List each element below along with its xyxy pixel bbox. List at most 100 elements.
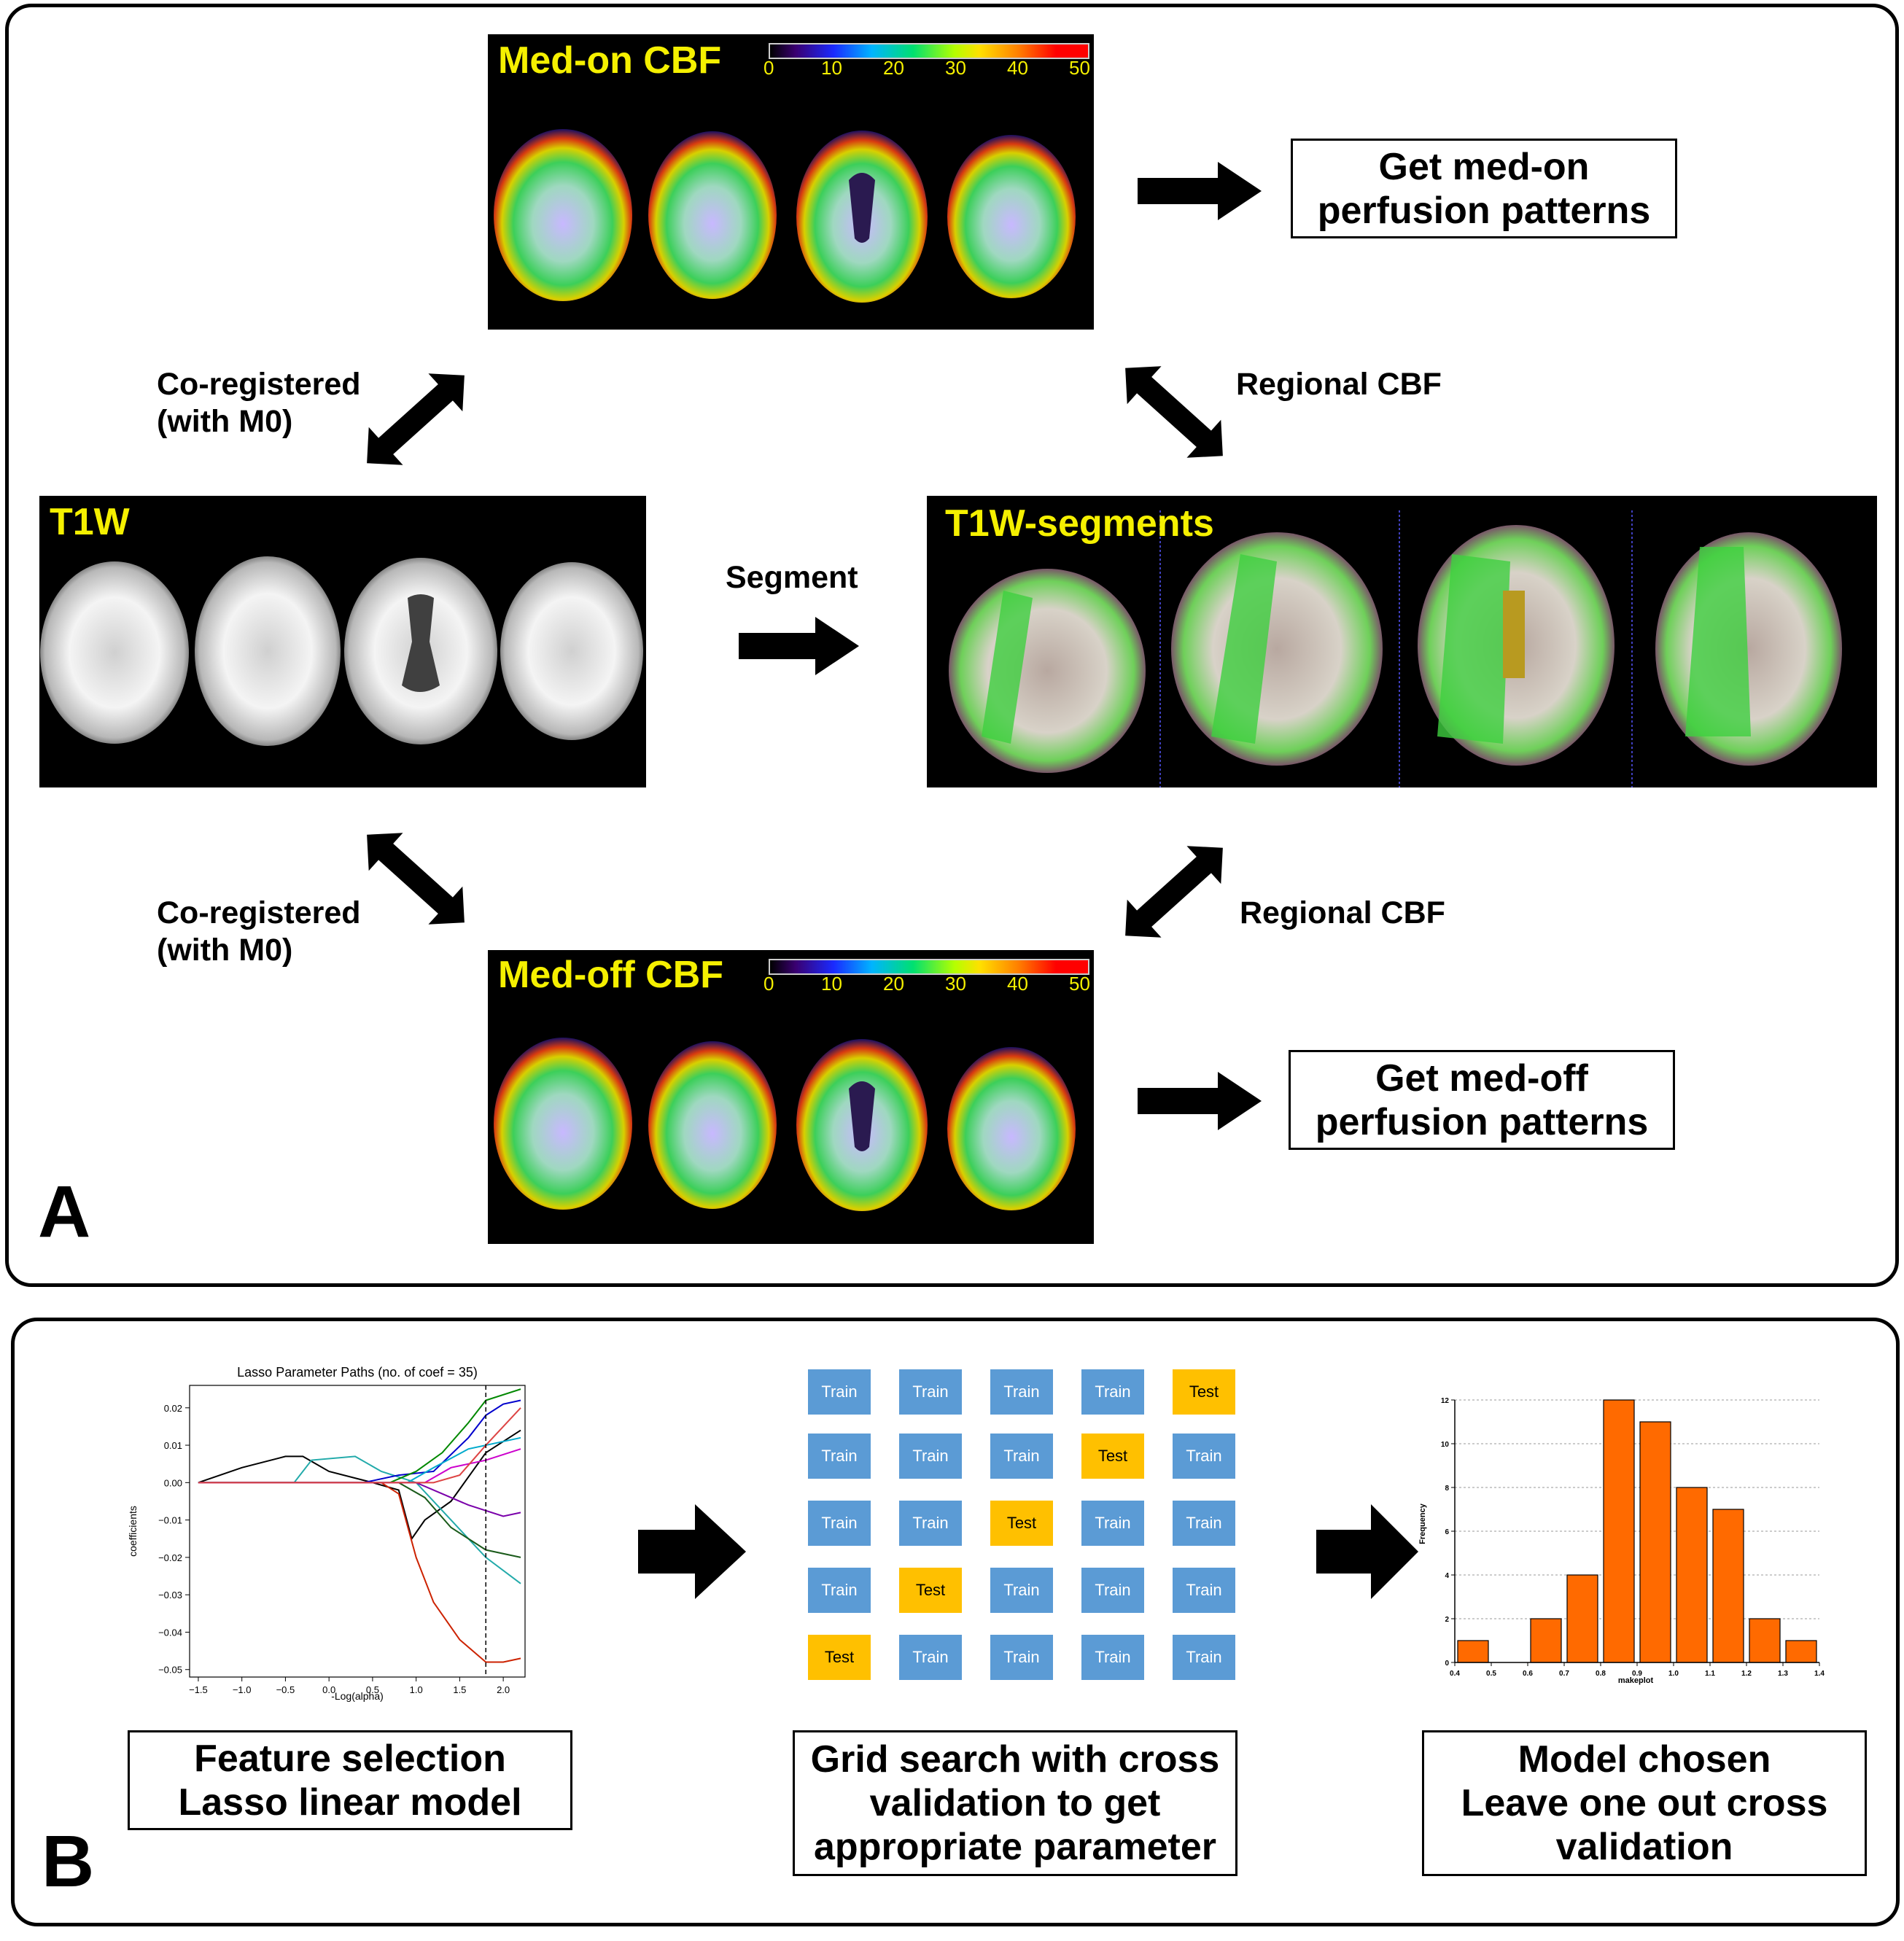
lasso-y-tick-label: 0.02 (164, 1403, 182, 1414)
lasso-lines (198, 1385, 521, 1677)
feature-selection-line2: Lasso linear model (178, 1781, 522, 1824)
histogram-y-tick-label: 2 (1445, 1616, 1449, 1624)
grid-search-box: Grid search with cross validation to get… (793, 1730, 1237, 1876)
histogram-bar (1712, 1509, 1744, 1663)
med-on-colorbar-tick: 50 (1069, 57, 1090, 79)
co-registered-top-line1: Co-registered (157, 367, 361, 402)
med-off-colorbar-tick: 50 (1069, 973, 1090, 995)
lasso-x-axis-label: -Log(alpha) (331, 1690, 384, 1702)
histogram-y-axis-label: Frequency (1418, 1503, 1427, 1544)
cv-cell-test: Test (990, 1501, 1053, 1546)
double-arrow-icon (1125, 366, 1223, 458)
cv-cell-train: Train (1081, 1568, 1144, 1613)
model-chosen-line2: Leave one out cross (1461, 1782, 1828, 1824)
lasso-x-tick-label: −1.0 (233, 1684, 252, 1695)
lasso-path-line (198, 1429, 521, 1541)
histogram-bar (1749, 1618, 1781, 1663)
histogram-y-tick-label: 4 (1445, 1572, 1449, 1580)
cv-cell-test: Test (808, 1635, 871, 1680)
cv-cell-train: Train (990, 1369, 1053, 1415)
med-on-colorbar-tick: 0 (763, 57, 774, 79)
cv-cell-train: Train (808, 1568, 871, 1613)
histogram-y-tick-label: 0 (1445, 1660, 1449, 1668)
arrow-right-icon (1316, 1504, 1418, 1599)
get-med-off-line2: perfusion patterns (1315, 1100, 1649, 1143)
cv-cell-train: Train (808, 1434, 871, 1479)
histogram-x-tick-label: 1.2 (1741, 1670, 1752, 1678)
cv-cell-train: Train (1081, 1369, 1144, 1415)
med-off-colorbar-tick: 30 (945, 973, 966, 995)
med-on-brain-slices (494, 129, 1076, 303)
lasso-y-tick-label: −0.03 (158, 1590, 182, 1600)
panel-a-letter: A (38, 1171, 91, 1253)
lasso-y-tick-label: −0.05 (158, 1665, 182, 1676)
lasso-path-line (198, 1399, 521, 1484)
lasso-plot-frame (189, 1385, 526, 1678)
cv-cell-train: Train (1173, 1635, 1235, 1680)
get-med-off-line1: Get med-off (1375, 1057, 1588, 1100)
cv-cell-test: Test (899, 1568, 962, 1613)
histogram-x-tick-label: 0.8 (1596, 1670, 1606, 1678)
histogram-x-tick-label: 0.9 (1632, 1670, 1642, 1678)
cv-cell-train: Train (899, 1434, 962, 1479)
double-arrow-icon (367, 833, 465, 925)
histogram-x-axis-label: makeplot (1618, 1676, 1654, 1685)
regional-cbf-top: Regional CBF (1236, 367, 1442, 402)
histogram-y-tick-label: 6 (1445, 1528, 1449, 1536)
lasso-x-tick-label: 0.0 (322, 1684, 335, 1695)
co-registered-bottom-line1: Co-registered (157, 895, 361, 930)
lasso-path-line (198, 1455, 521, 1584)
histogram-bar (1639, 1421, 1671, 1663)
lasso-y-tick-label: 0.01 (164, 1440, 182, 1451)
histogram-x-tick-label: 1.0 (1668, 1670, 1679, 1678)
grid-search-line2: validation to get (869, 1782, 1161, 1824)
cv-cell-train: Train (808, 1369, 871, 1415)
med-off-colorbar-tick: 0 (763, 973, 774, 995)
histogram-bar (1457, 1640, 1489, 1663)
histogram-y-tick-label: 10 (1441, 1441, 1450, 1449)
lasso-chart-title: Lasso Parameter Paths (no. of coef = 35) (237, 1365, 478, 1380)
segment-label: Segment (726, 560, 858, 595)
med-off-cbf-image: Med-off CBF (488, 950, 1094, 1244)
med-off-colorbar-tick: 10 (821, 973, 842, 995)
panel-b-letter: B (42, 1821, 95, 1902)
histogram-bar (1676, 1487, 1708, 1663)
histogram-y-tick-label: 12 (1441, 1397, 1450, 1405)
histogram-y-tick-label: 8 (1445, 1485, 1449, 1493)
double-arrow-icon (1125, 846, 1223, 938)
cv-cell-train: Train (1081, 1501, 1144, 1546)
co-registered-bottom-line2: (with M0) (157, 933, 293, 968)
lasso-x-tick-label: 0.5 (366, 1684, 379, 1695)
get-med-on-line2: perfusion patterns (1317, 189, 1651, 232)
med-off-colorbar-tick: 40 (1007, 973, 1028, 995)
t1w-segments-title: T1W-segments (945, 502, 1214, 545)
histogram-x-tick-label: 1.3 (1778, 1670, 1788, 1678)
cv-cell-train: Train (1173, 1434, 1235, 1479)
histogram-x-tick-label: 1.4 (1814, 1670, 1825, 1678)
lasso-x-tick-label: −1.5 (189, 1684, 208, 1695)
cv-cell-train: Train (899, 1501, 962, 1546)
histogram-x-tick-label: 0.7 (1559, 1670, 1569, 1678)
histogram-bars (1457, 1399, 1817, 1663)
med-on-colorbar-tick: 40 (1007, 57, 1028, 79)
cv-cell-train: Train (990, 1568, 1053, 1613)
t1w-segments-slices (949, 510, 1842, 787)
med-off-colorbar-tick: 20 (883, 973, 904, 995)
cv-cell-train: Train (990, 1635, 1053, 1680)
cv-cell-test: Test (1173, 1369, 1235, 1415)
lasso-x-tick-label: −0.5 (276, 1684, 295, 1695)
lasso-y-axis-label: coefficients (127, 1506, 139, 1557)
lasso-y-tick-label: −0.04 (158, 1627, 182, 1638)
lasso-x-tick-label: 1.0 (410, 1684, 423, 1695)
grid-search-line1: Grid search with cross (810, 1738, 1220, 1781)
model-chosen-line1: Model chosen (1518, 1738, 1771, 1781)
histogram-x-tick-label: 1.1 (1705, 1670, 1715, 1678)
cv-cell-train: Train (899, 1635, 962, 1680)
lasso-parameter-paths-chart: Lasso Parameter Paths (no. of coef = 35)… (127, 1365, 526, 1702)
cv-cell-train: Train (899, 1369, 962, 1415)
med-on-cbf-image: Med-on CBF (488, 34, 1094, 330)
t1w-segments-image: T1W-segments (927, 496, 1877, 787)
feature-selection-line1: Feature selection (194, 1737, 506, 1780)
